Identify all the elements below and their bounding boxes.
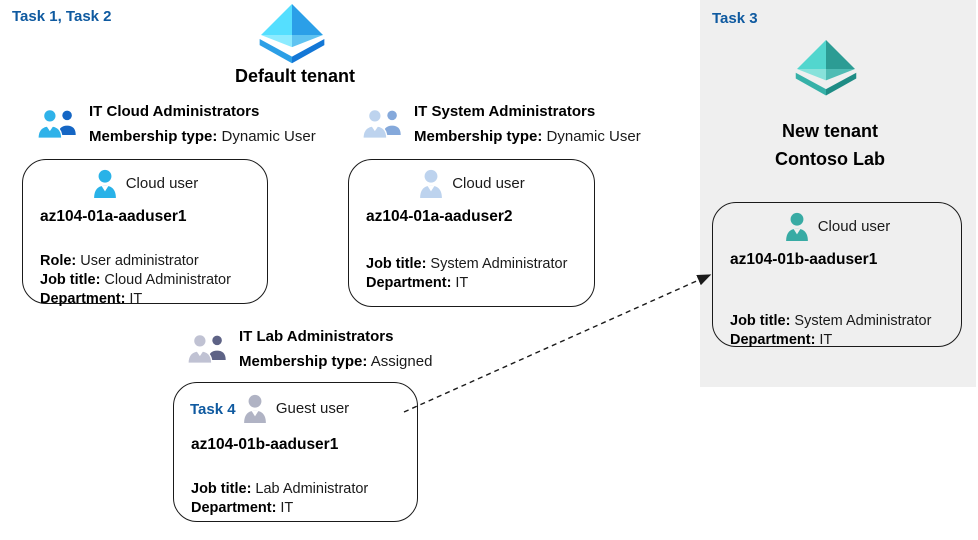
guest-user-card: Task 4 Guest user az104-01b-aaduser1 Job… bbox=[173, 382, 418, 522]
user-type-label: Guest user bbox=[275, 399, 350, 417]
azure-tenant-pyramid-blue-icon bbox=[259, 4, 325, 64]
group-it-system-administrators: IT System Administrators Membership type… bbox=[361, 102, 641, 147]
user-fields: Job title:System Administrator Departmen… bbox=[730, 312, 961, 350]
default-tenant-title: Default tenant bbox=[234, 66, 355, 86]
group-title: IT Cloud Administrators bbox=[89, 103, 260, 120]
membership-label: Membership type: bbox=[89, 128, 218, 145]
user-card-aaduser2: Cloud user az104-01a-aaduser2 Job title:… bbox=[348, 159, 595, 307]
two-users-group-icon bbox=[187, 333, 226, 364]
field-row: Department:IT bbox=[40, 291, 143, 307]
field-row: Job title:System Administrator bbox=[730, 313, 932, 329]
two-users-group-icon bbox=[362, 108, 401, 139]
person-icon bbox=[785, 212, 808, 241]
task-4-label: Task 4 bbox=[190, 401, 236, 418]
task-1-2-label: Task 1, Task 2 bbox=[12, 8, 112, 25]
new-tenant-title: New tenant Contoso Lab bbox=[708, 117, 952, 173]
field-row: Job title:System Administrator bbox=[366, 256, 568, 272]
user-type-header: Cloud user bbox=[23, 168, 267, 198]
user-name: az104-01a-aaduser1 bbox=[40, 208, 187, 225]
new-tenant-title-line1: New tenant bbox=[781, 121, 878, 141]
field-row: Job title:Lab Administrator bbox=[191, 481, 369, 497]
azure-tenant-pyramid-teal-icon bbox=[795, 40, 857, 96]
user-card-aaduser1: Cloud user az104-01a-aaduser1 Role:User … bbox=[22, 159, 268, 307]
membership-value: Dynamic User bbox=[221, 128, 316, 145]
task-3-label: Task 3 bbox=[712, 10, 758, 27]
user-type-label: Cloud user bbox=[452, 174, 525, 192]
field-row: Role:User administrator bbox=[40, 253, 199, 269]
user-type-header: Cloud user bbox=[349, 168, 594, 198]
user-type-header: Cloud user bbox=[713, 211, 961, 241]
field-row: Department:IT bbox=[191, 500, 294, 516]
group-it-lab-administrators: IT Lab Administrators Membership type: A… bbox=[186, 327, 432, 372]
field-row: Department:IT bbox=[730, 332, 833, 348]
user-type-header: Guest user bbox=[174, 393, 417, 423]
group-membership: Membership type: Dynamic User bbox=[414, 127, 641, 147]
group-title: IT System Administrators bbox=[414, 103, 596, 120]
user-type-label: Cloud user bbox=[125, 174, 199, 192]
membership-label: Membership type: bbox=[239, 353, 368, 370]
user-name: az104-01a-aaduser2 bbox=[366, 208, 513, 225]
user-name: az104-01b-aaduser1 bbox=[191, 436, 339, 453]
group-it-cloud-administrators: IT Cloud Administrators Membership type:… bbox=[36, 102, 316, 147]
person-icon bbox=[420, 169, 443, 198]
field-row: Job title:Cloud Administrator bbox=[40, 272, 231, 288]
new-tenant-title-line2: Contoso Lab bbox=[775, 149, 885, 169]
membership-value: Dynamic User bbox=[546, 128, 641, 145]
two-users-group-icon bbox=[37, 108, 76, 139]
group-membership: Membership type: Dynamic User bbox=[89, 127, 316, 147]
user-type-label: Cloud user bbox=[817, 217, 891, 235]
group-membership: Membership type: Assigned bbox=[239, 352, 432, 372]
person-icon bbox=[243, 394, 266, 423]
field-row: Department:IT bbox=[366, 275, 469, 291]
membership-value: Assigned bbox=[370, 353, 433, 370]
person-icon bbox=[93, 169, 116, 198]
group-title: IT Lab Administrators bbox=[239, 328, 394, 345]
user-fields: Role:User administrator Job title:Cloud … bbox=[40, 252, 267, 309]
new-tenant-user-card: Cloud user az104-01b-aaduser1 Job title:… bbox=[712, 202, 962, 350]
membership-label: Membership type: bbox=[414, 128, 543, 145]
user-name: az104-01b-aaduser1 bbox=[730, 251, 878, 268]
user-fields: Job title:System Administrator Departmen… bbox=[366, 255, 594, 293]
user-fields: Job title:Lab Administrator Department:I… bbox=[191, 480, 417, 518]
